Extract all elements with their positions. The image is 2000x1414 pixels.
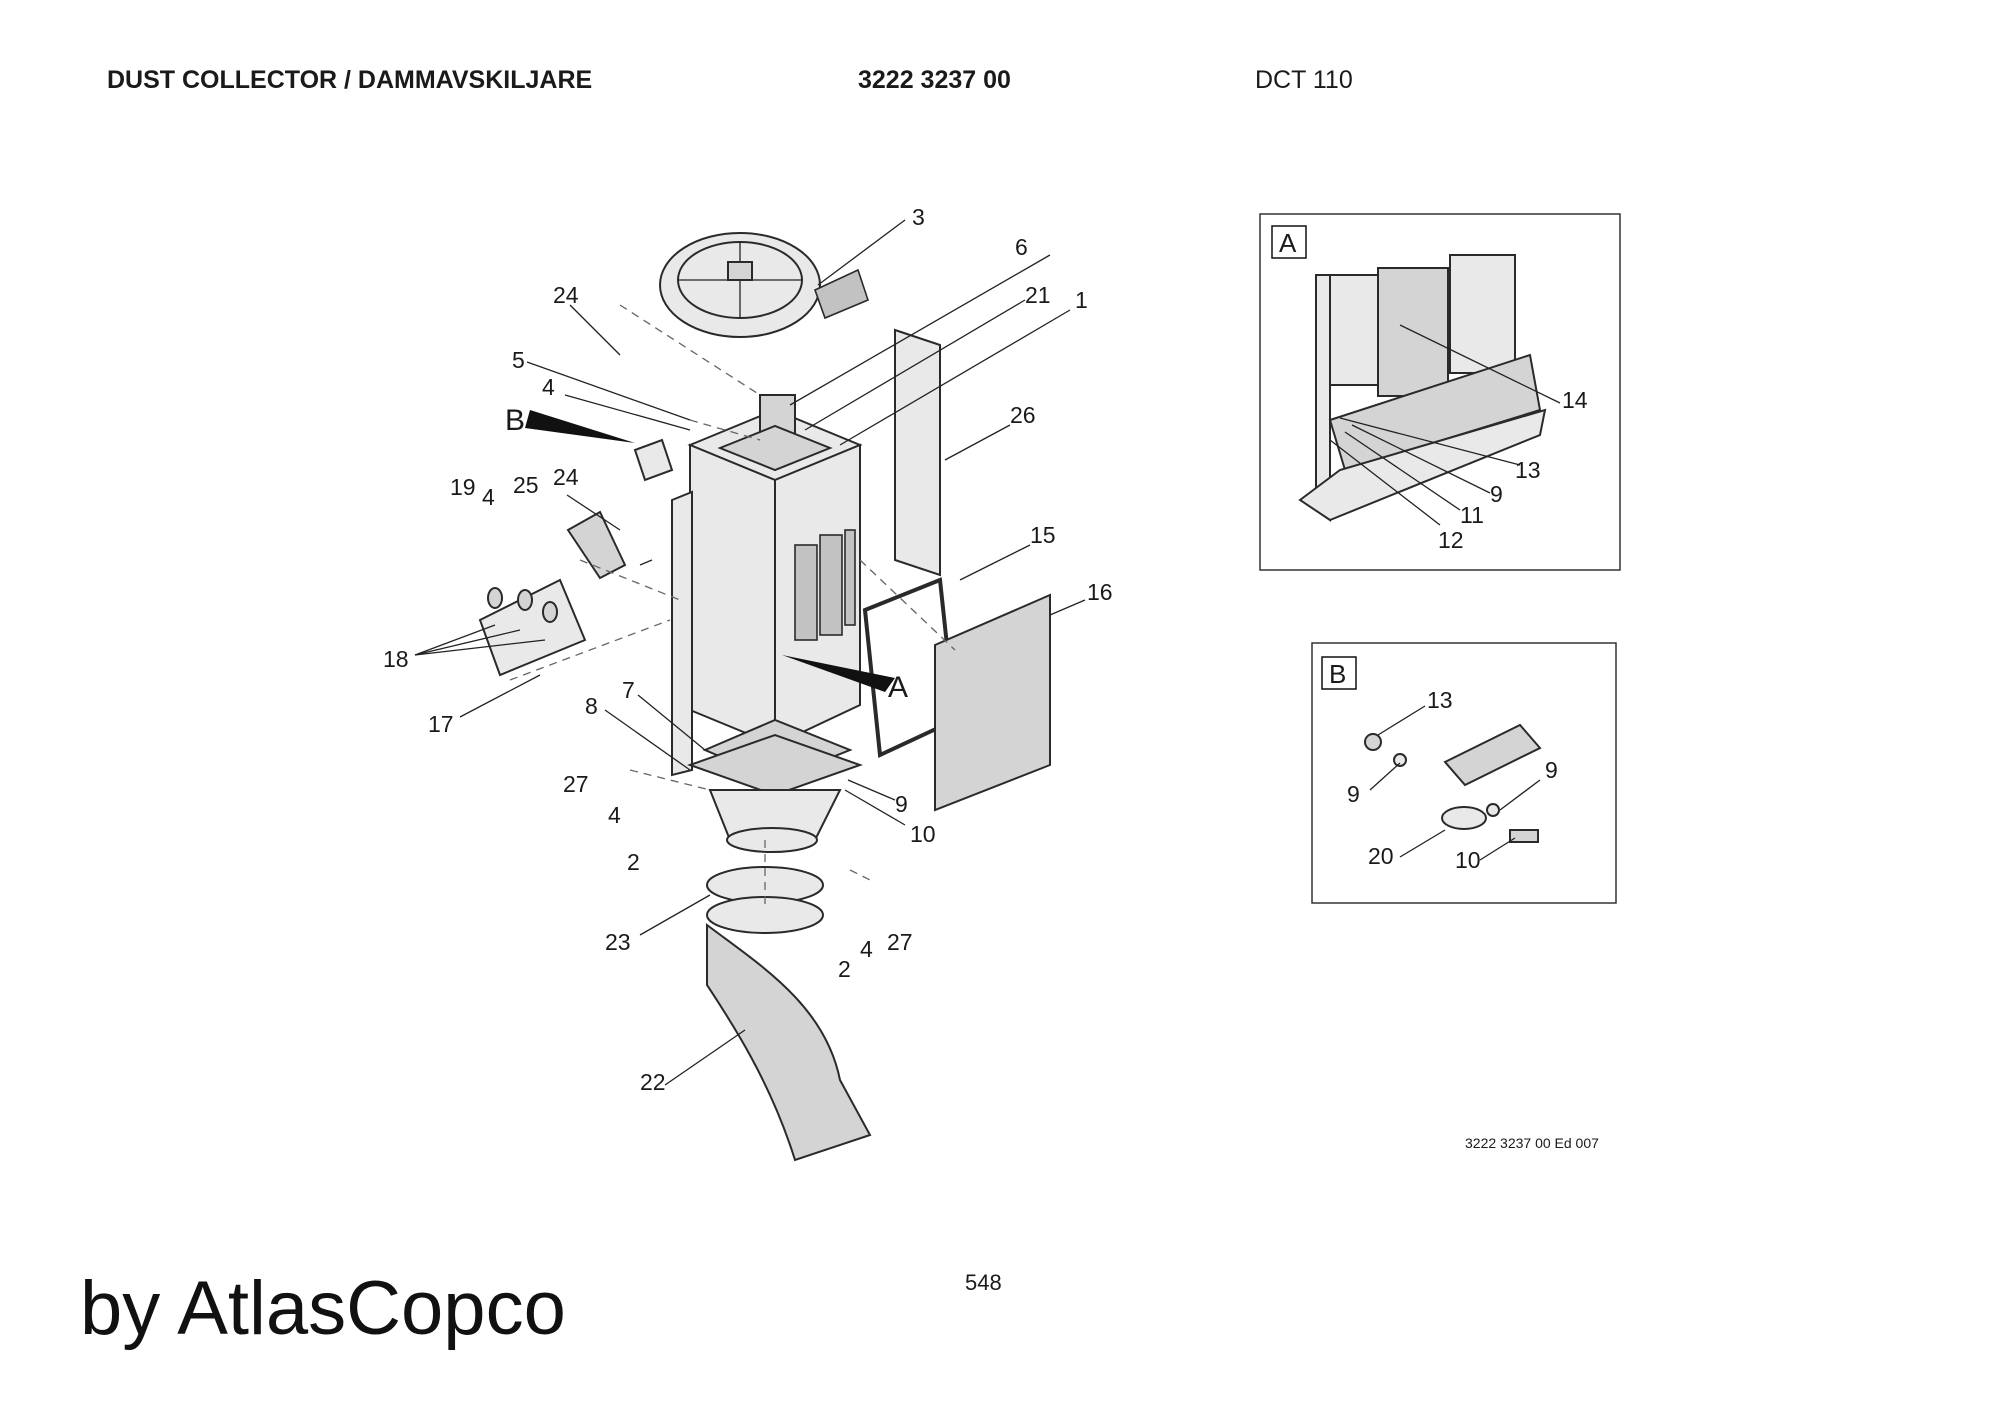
valve-manifold [478,578,587,677]
callout-label: 8 [585,693,598,719]
hose [706,922,872,1162]
detail-b-letter: B [1329,659,1346,689]
callout-label: 2 [838,956,851,982]
callout-label: 11 [1460,502,1484,528]
callout-label: 15 [1030,522,1056,548]
callout-label: 4 [608,802,621,828]
callout-label: 21 [1025,282,1051,308]
callout-label: 10 [910,821,936,847]
callout-label: 1 [1075,287,1088,313]
detail-a-letter: A [1279,228,1297,258]
callout-label: 14 [1562,387,1588,413]
collector-body [671,394,864,853]
callout-label: 9 [895,791,908,817]
edition-code: 3222 3237 00 Ed 007 [1465,1135,1599,1151]
detail-a-frame: A 14 13 9 11 12 [1259,213,1621,571]
callout-label: 3 [912,204,925,230]
callout-label: 16 [1087,579,1113,605]
callout-label: 13 [1427,687,1453,713]
pointer-a [782,655,895,692]
bracket-b [633,438,674,482]
callout-label: 9 [1347,781,1360,807]
page-number: 548 [965,1270,1002,1295]
access-cover [934,593,1051,812]
side-panel [894,328,941,577]
filter-sleeve [566,510,627,580]
callout-label: 9 [1490,481,1503,507]
callout-label: 27 [887,929,913,955]
callout-label: 26 [1010,402,1036,428]
callout-label: 7 [622,677,635,703]
callout-label: 6 [1015,234,1028,260]
callout-label: 4 [542,374,555,400]
callout-label: 24 [553,282,579,308]
callout-label: 27 [563,771,589,797]
callout-label: A [888,671,908,704]
callout-label: 12 [1438,527,1464,553]
callout-label: B [505,404,525,437]
callout-label: 24 [553,464,579,490]
page-title: DUST COLLECTOR / DAMMAVSKILJARE [107,66,593,94]
callout-label: 4 [482,484,495,510]
callout-label: 18 [383,646,409,672]
callout-label: 2 [627,849,640,875]
model-name: DCT 110 [1255,66,1353,94]
callout-label: 4 [860,936,873,962]
callout-label: 19 [450,474,476,500]
brand-watermark: by AtlasCopco [80,1266,566,1351]
callout-label: 20 [1368,843,1394,869]
part-number: 3222 3237 00 [858,66,1011,94]
pointer-b [525,410,635,443]
callout-label: 10 [1455,847,1481,873]
callout-label: 25 [513,472,539,498]
callout-label: 13 [1515,457,1541,483]
detail-b-frame: B 13 9 9 20 10 [1311,642,1617,904]
callout-label: 5 [512,347,525,373]
callout-label: 9 [1545,757,1558,783]
fan-housing [659,232,869,338]
callout-label: 23 [605,929,631,955]
callout-label: 17 [428,711,454,737]
callout-label: 22 [640,1069,666,1095]
